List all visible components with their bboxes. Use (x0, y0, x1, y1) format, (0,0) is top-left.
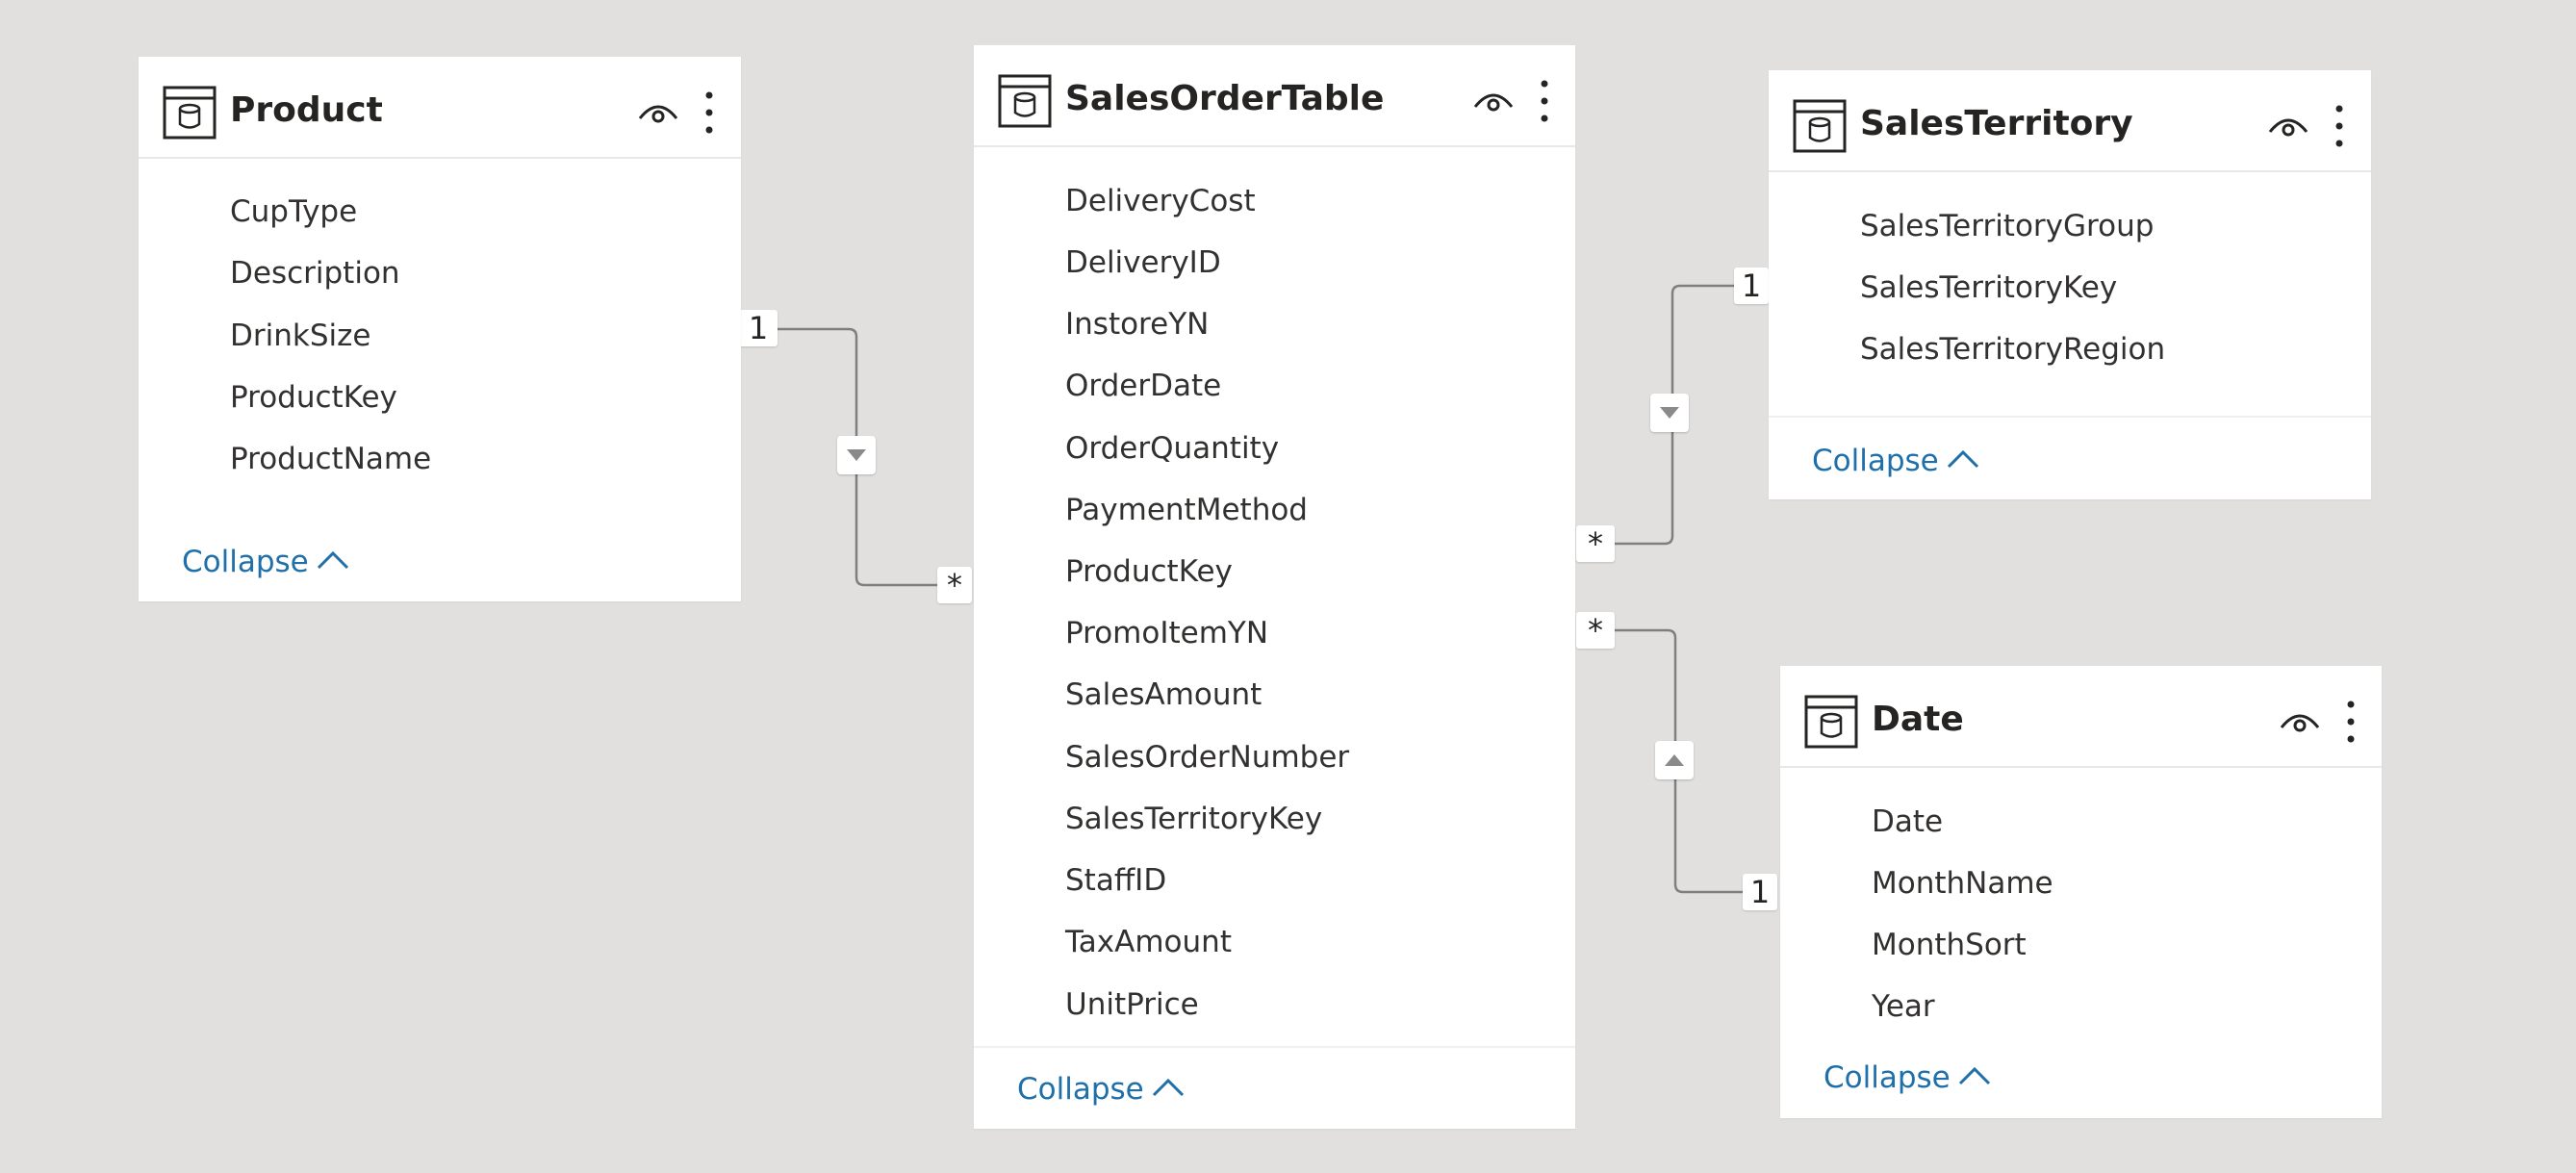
table-card-header[interactable]: Date (1780, 666, 2382, 768)
chevron-up-icon (1947, 449, 1978, 469)
field-item[interactable]: SalesTerritoryKey (1860, 270, 2118, 305)
field-item[interactable]: ProductKey (230, 380, 397, 415)
collapse-button[interactable]: Collapse (1812, 442, 1979, 480)
cross-filter-direction-button[interactable] (1655, 741, 1694, 779)
field-item[interactable]: Year (1872, 989, 1935, 1024)
cardinality-badge-sales-many-date: * (1576, 612, 1615, 649)
collapse-label: Collapse (1017, 1072, 1144, 1107)
field-item[interactable]: UnitPrice (1065, 987, 1199, 1022)
triangle-down-icon (1660, 407, 1679, 419)
field-item[interactable]: DeliveryCost (1065, 184, 1256, 218)
table-title: Product (230, 90, 383, 130)
field-item[interactable]: OrderQuantity (1065, 431, 1280, 466)
cardinality-badge-sales-many-product: * (937, 567, 972, 603)
table-title: Date (1872, 700, 1964, 739)
table-title: SalesOrderTable (1065, 79, 1385, 118)
triangle-down-icon (847, 449, 866, 461)
cardinality-badge-sales-many-territory: * (1576, 525, 1615, 562)
more-options-icon[interactable] (702, 86, 716, 140)
triangle-up-icon (1665, 754, 1684, 766)
collapse-label: Collapse (182, 545, 309, 579)
field-item[interactable]: SalesTerritoryRegion (1860, 332, 2166, 367)
field-item[interactable]: DrinkSize (230, 319, 371, 353)
field-item[interactable]: PromoItemYN (1065, 616, 1269, 650)
table-card-header[interactable]: SalesTerritory (1769, 70, 2371, 172)
table-card-header[interactable]: SalesOrderTable (974, 45, 1575, 147)
field-item[interactable]: CupType (230, 194, 358, 229)
collapse-divider (974, 1046, 1575, 1048)
field-item[interactable]: ProductKey (1065, 554, 1233, 589)
cardinality-badge-product-one: 1 (739, 310, 778, 346)
more-options-icon[interactable] (1538, 74, 1551, 128)
chevron-up-icon (1152, 1078, 1184, 1097)
field-item[interactable]: OrderDate (1065, 369, 1222, 403)
field-item[interactable]: MonthName (1872, 866, 2053, 901)
field-item[interactable]: MonthSort (1872, 928, 2027, 962)
collapse-divider (1769, 416, 2371, 418)
cross-filter-direction-button[interactable] (1650, 394, 1689, 432)
table-card-product[interactable]: Product CupType Description DrinkSize Pr… (139, 57, 741, 601)
eye-icon[interactable] (2279, 706, 2321, 737)
table-card-date[interactable]: Date Date MonthName MonthSort Year Colla… (1780, 666, 2382, 1118)
table-icon (998, 74, 1052, 128)
collapse-label: Collapse (1812, 444, 1939, 478)
table-icon (1793, 99, 1847, 153)
field-item[interactable]: StaffID (1065, 863, 1167, 898)
table-card-sales-order[interactable]: SalesOrderTable DeliveryCost DeliveryID … (974, 45, 1575, 1129)
field-item[interactable]: SalesTerritoryKey (1065, 802, 1323, 836)
table-title: SalesTerritory (1860, 104, 2133, 143)
field-item[interactable]: DeliveryID (1065, 245, 1221, 280)
field-item[interactable]: TaxAmount (1065, 925, 1232, 959)
table-icon (163, 86, 217, 140)
field-item[interactable]: ProductName (230, 442, 432, 476)
eye-icon[interactable] (1472, 86, 1515, 116)
field-item[interactable]: SalesAmount (1065, 677, 1262, 712)
chevron-up-icon (1958, 1066, 1990, 1085)
table-card-sales-territory[interactable]: SalesTerritory SalesTerritoryGroup Sales… (1769, 70, 2371, 499)
collapse-label: Collapse (1824, 1060, 1951, 1095)
chevron-up-icon (317, 550, 348, 570)
field-item[interactable]: Description (230, 256, 400, 291)
field-item[interactable]: PaymentMethod (1065, 493, 1308, 527)
table-icon (1804, 695, 1858, 749)
cross-filter-direction-button[interactable] (837, 436, 876, 474)
cardinality-badge-territory-one: 1 (1734, 268, 1769, 304)
field-item[interactable]: InstoreYN (1065, 307, 1210, 342)
field-item[interactable]: Date (1872, 804, 1944, 839)
collapse-button[interactable]: Collapse (182, 543, 349, 581)
more-options-icon[interactable] (2333, 99, 2346, 153)
eye-icon[interactable] (2267, 111, 2309, 141)
collapse-button[interactable]: Collapse (1824, 1058, 1991, 1097)
cardinality-badge-date-one: 1 (1743, 874, 1777, 910)
collapse-button[interactable]: Collapse (1017, 1070, 1185, 1109)
eye-icon[interactable] (637, 97, 679, 128)
field-item[interactable]: SalesOrderNumber (1065, 740, 1350, 775)
more-options-icon[interactable] (2344, 695, 2358, 749)
table-card-header[interactable]: Product (139, 57, 741, 159)
field-item[interactable]: SalesTerritoryGroup (1860, 209, 2155, 243)
